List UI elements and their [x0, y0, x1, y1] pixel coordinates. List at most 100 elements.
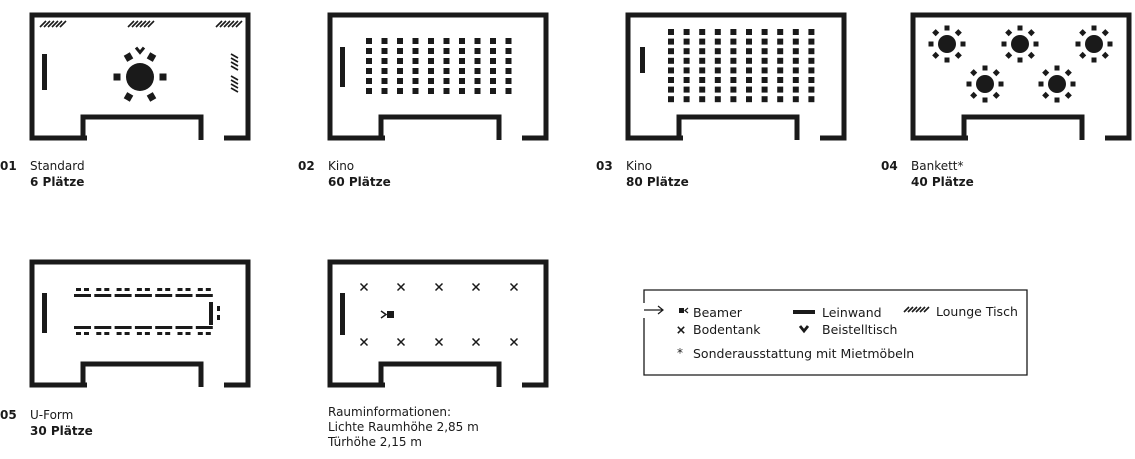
- table: [209, 302, 213, 325]
- room-seats: 40 Plätze: [911, 175, 974, 189]
- room-door-area: [961, 114, 1085, 140]
- room-wall: [625, 12, 847, 141]
- seat: [699, 67, 706, 74]
- screen-icon: [340, 293, 345, 335]
- seat: [792, 57, 799, 64]
- room-seats: 30 Plätze: [30, 424, 93, 438]
- legend-note-label: Sonderausstattung mit Mietmöbeln: [693, 346, 915, 361]
- floor-tank-icon: [434, 337, 444, 347]
- lounge-table-icon: [903, 306, 930, 313]
- seat: [808, 29, 815, 35]
- room-plan-05: [29, 259, 251, 388]
- beamer-ray: [380, 310, 388, 319]
- seat: [443, 78, 450, 84]
- seat: [714, 86, 721, 93]
- table: [175, 326, 193, 329]
- seat: [808, 67, 815, 74]
- chair: [982, 65, 988, 71]
- room-info-height: Lichte Raumhöhe 2,85 m: [328, 420, 479, 434]
- chair: [116, 288, 122, 291]
- screen-icon: [42, 54, 47, 90]
- chair: [113, 73, 121, 81]
- beamer-ray: [684, 307, 689, 314]
- chair: [1064, 69, 1072, 77]
- hatch-line: [223, 20, 231, 28]
- seat: [730, 38, 737, 45]
- seat: [428, 68, 434, 74]
- hatch-line: [47, 20, 55, 28]
- hatch-line: [230, 75, 239, 81]
- seat: [459, 78, 465, 84]
- room-label: Kino: [626, 159, 653, 173]
- hatch-line: [219, 20, 227, 28]
- seat: [792, 29, 799, 35]
- seat: [490, 58, 496, 64]
- hatch-line: [903, 306, 910, 313]
- seat: [730, 96, 737, 103]
- room-info-title: Rauminformationen:: [328, 405, 452, 419]
- round-table: [1048, 75, 1066, 93]
- legend-floor-tank-label: Bodentank: [693, 322, 761, 337]
- seat: [443, 68, 450, 74]
- chair: [136, 288, 142, 291]
- lounge-table-icon: [215, 20, 243, 28]
- room-door-area: [676, 114, 800, 140]
- chair: [96, 288, 102, 291]
- chair: [136, 332, 142, 335]
- chair: [1101, 29, 1109, 37]
- seat: [777, 57, 784, 64]
- arrow-icon: [644, 305, 664, 315]
- hatch-line: [39, 20, 47, 28]
- room-plan-01: [29, 12, 251, 141]
- hatch-line: [915, 306, 922, 313]
- seat: [808, 77, 815, 83]
- chair: [1027, 29, 1035, 37]
- seat: [746, 48, 752, 55]
- seat: [699, 29, 706, 35]
- chair: [1054, 65, 1060, 71]
- seat: [490, 88, 496, 94]
- lounge-table-icon: [39, 20, 67, 28]
- chair: [1001, 41, 1007, 47]
- floor-tank-icon: [509, 337, 519, 347]
- chair: [217, 315, 220, 320]
- room-number: 02: [298, 159, 315, 173]
- seat: [474, 78, 481, 84]
- chair: [1017, 57, 1023, 63]
- chair: [954, 51, 962, 59]
- seat: [443, 58, 450, 64]
- seat: [792, 38, 799, 45]
- seat: [490, 78, 496, 84]
- seat: [505, 78, 512, 84]
- seat: [714, 67, 721, 74]
- chair: [177, 288, 183, 291]
- seat: [474, 58, 481, 64]
- chair: [1107, 41, 1113, 47]
- chair: [123, 92, 134, 102]
- legend-box: *: [643, 289, 1028, 376]
- seat: [397, 58, 403, 64]
- seat: [746, 57, 752, 64]
- seat: [746, 86, 752, 93]
- screen-icon: [42, 293, 47, 333]
- round-table: [938, 35, 956, 53]
- chair: [970, 91, 978, 99]
- hatch-line: [235, 20, 243, 28]
- seat: [730, 29, 737, 35]
- room-label: U-Form: [30, 408, 74, 422]
- room-info-door-height: Türhöhe 2,15 m: [328, 435, 422, 449]
- seat: [381, 68, 388, 74]
- chair: [1042, 69, 1050, 77]
- seat: [683, 29, 690, 35]
- seat: [683, 86, 690, 93]
- seat: [668, 57, 674, 64]
- seat: [366, 48, 372, 54]
- seat: [381, 88, 388, 94]
- legend-frame: [643, 289, 1028, 376]
- hatch-line: [227, 20, 235, 28]
- chair: [84, 288, 89, 291]
- room-wall: [29, 259, 251, 388]
- legend-side-table-label: Beistelltisch: [822, 322, 898, 337]
- seat: [777, 77, 784, 83]
